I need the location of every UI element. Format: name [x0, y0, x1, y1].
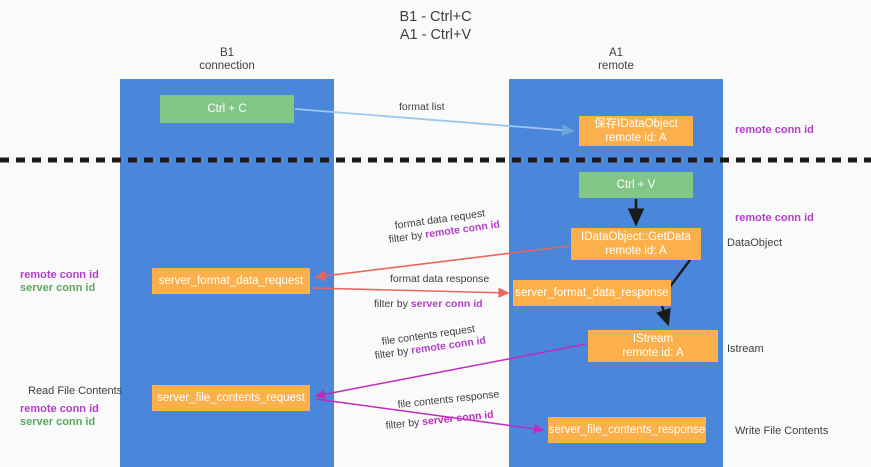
note-right-istream: Istream: [727, 343, 764, 355]
node-server-format-data-request-label: server_format_data_request: [158, 275, 304, 287]
node-ctrl-c-label: Ctrl + C: [207, 103, 247, 115]
node-ctrl-v[interactable]: Ctrl + V: [579, 172, 693, 198]
node-save-idataobject-remote-id: remote id: A: [605, 132, 667, 144]
diagram-title-line2: A1 - Ctrl+V: [399, 27, 472, 43]
swimlane-header-a1: A1 remote: [509, 47, 723, 73]
note-left-remote-conn-id-top: remote conn id: [20, 269, 99, 281]
diagram-title-line1: B1 - Ctrl+C: [399, 9, 472, 25]
node-server-format-data-request[interactable]: server_format_data_request: [152, 268, 310, 294]
node-save-idataobject-label: 保存IDataObject: [594, 118, 678, 130]
swimlane-b1-subtitle: connection: [199, 60, 255, 72]
note-right-remote-conn-id-mid: remote conn id: [735, 212, 814, 224]
note-left-remote-conn-id-bottom: remote conn id: [20, 403, 99, 415]
node-istream-label: IStream: [632, 333, 674, 345]
node-ctrl-v-label: Ctrl + V: [616, 179, 656, 191]
node-server-file-contents-request-label: server_file_contents_request: [157, 392, 305, 404]
node-server-format-data-response[interactable]: server_format_data_response: [513, 280, 671, 306]
node-ctrl-c[interactable]: Ctrl + C: [160, 95, 294, 123]
node-idataobject-getdata-label: IDataObject::GetData: [581, 231, 691, 243]
node-server-file-contents-response[interactable]: server_file_contents_response: [548, 417, 706, 443]
note-left-read-file-contents: Read File Contents: [28, 385, 123, 397]
arrow-label-format-data-response: format data response: [390, 273, 490, 285]
node-istream-remote-id: remote id: A: [622, 347, 684, 359]
arrow-label-format-data-response-filter: filter by server conn id: [374, 298, 483, 311]
node-server-file-contents-response-label: server_file_contents_response: [548, 424, 706, 436]
filter-prefix: filter by: [388, 228, 427, 246]
note-right-write-file-contents: Write File Contents: [735, 425, 829, 437]
node-server-format-data-response-label: server_format_data_response: [515, 287, 669, 299]
note-left-server-conn-id-bottom: server conn id: [20, 416, 96, 428]
swimlane-a1-name: A1: [608, 47, 624, 59]
node-server-file-contents-request[interactable]: server_file_contents_request: [152, 385, 310, 411]
swimlane-b1-name: B1: [219, 47, 235, 59]
swimlane-header-b1: B1 connection: [120, 47, 334, 73]
note-right-remote-conn-id-top: remote conn id: [735, 124, 814, 136]
filter-key-server-conn-id: server conn id: [421, 408, 495, 429]
arrow-label-file-contents-response-filter: filter by server conn id: [385, 409, 494, 433]
arrow-format-data-response: [311, 287, 510, 298]
node-istream[interactable]: IStream remote id: A: [588, 330, 718, 362]
filter-prefix: filter by: [374, 298, 411, 310]
node-idataobject-getdata[interactable]: IDataObject::GetData remote id: A: [571, 228, 701, 260]
arrow-label-file-contents-response: file contents response: [397, 388, 500, 411]
filter-prefix: filter by: [374, 344, 413, 362]
note-left-server-conn-id-top: server conn id: [20, 282, 96, 294]
filter-prefix: filter by: [385, 416, 423, 432]
arrow-label-format-list: format list: [399, 101, 445, 113]
note-right-dataobject: DataObject: [727, 237, 783, 249]
swimlane-a1-subtitle: remote: [598, 60, 634, 72]
filter-key-server-conn-id: server conn id: [410, 298, 483, 310]
node-idataobject-getdata-remote-id: remote id: A: [605, 245, 667, 257]
node-save-idataobject[interactable]: 保存IDataObject remote id: A: [579, 116, 693, 146]
